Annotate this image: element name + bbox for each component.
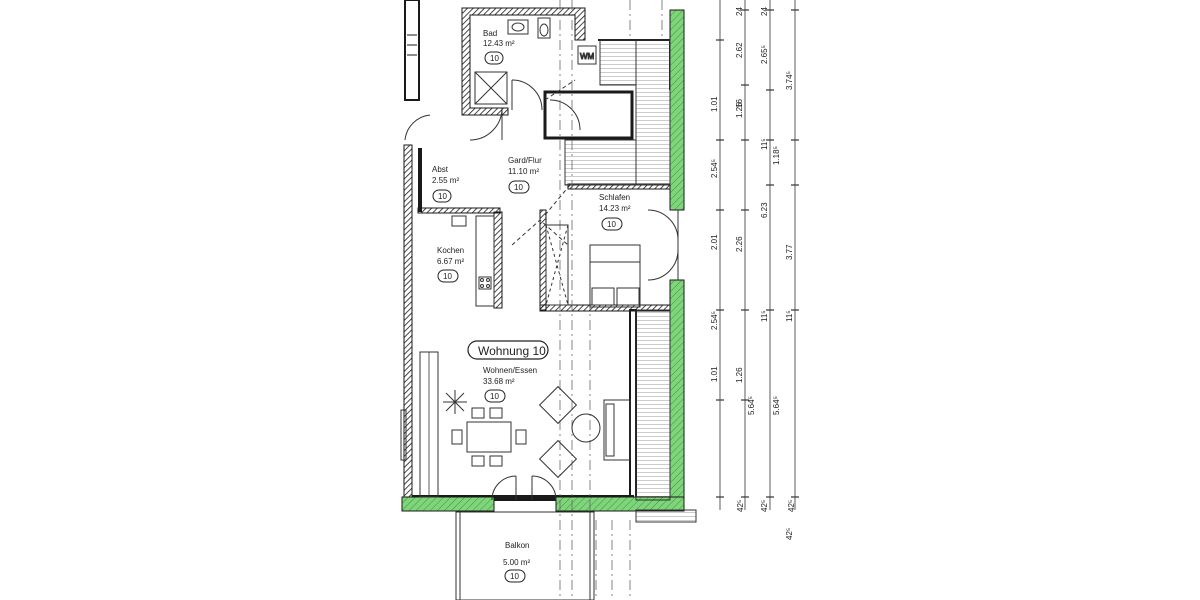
room-area: 2.55 m² [432, 176, 459, 185]
room-number: 10 [607, 220, 616, 229]
dim-label: 24 [735, 7, 744, 16]
dim-label: 2.62 [735, 42, 744, 58]
dim-label: 2.54⁵ [710, 159, 719, 178]
room-flur: Gard/Flur 11.10 m² 10 [508, 156, 542, 194]
room-wohnen: Wohnen/Essen 33.68 m² 10 [483, 366, 537, 403]
washer-label: WM [580, 52, 595, 61]
dim-label: 2.26 [735, 236, 744, 252]
dim-label: 1.01 [710, 96, 719, 112]
room-name: Gard/Flur [508, 156, 542, 165]
dim-label: 2.01 [710, 234, 719, 250]
dim-label: 16 [735, 99, 744, 108]
dim-label: 1.18⁵ [772, 146, 781, 165]
unit-title: Wohnung 10 [478, 344, 546, 358]
dim-col1: 1.01 2.54⁵ 2.01 2.54⁵ 1.01 42⁵ [710, 96, 745, 512]
room-name: Bad [483, 29, 497, 38]
room-kochen: Kochen 6.67 m² 10 [437, 246, 464, 283]
room-area: 12.43 m² [483, 39, 515, 48]
dimension-lines [716, 0, 799, 510]
dim-label: 1.26 [735, 367, 744, 383]
kitchen-counter [451, 215, 495, 307]
room-balkon: Balkon 5.00 m² 10 [503, 541, 530, 583]
dim-label: 42⁵ [787, 500, 796, 512]
dim-label: 42⁵ [785, 528, 794, 540]
room-area: 5.00 m² [503, 558, 530, 567]
room-area: 6.67 m² [437, 257, 464, 266]
terrace-zones [564, 39, 697, 523]
dim-col2: 2.62 1.26 2.26 1.26 42⁵ [735, 42, 769, 512]
balcony [455, 511, 595, 600]
dim-label: 1.01 [710, 366, 719, 382]
room-number: 10 [510, 572, 519, 581]
bed [545, 224, 641, 308]
room-area: 14.23 m² [599, 204, 631, 213]
room-name: Kochen [437, 246, 464, 255]
dim-label: 3.77 [785, 244, 794, 260]
room-number: 10 [443, 272, 452, 281]
bathroom-fixtures: WM [474, 17, 597, 105]
dim-label: 5.64⁵ [747, 396, 756, 415]
dim-label: 24 [760, 7, 769, 16]
room-area: 11.10 m² [508, 167, 539, 176]
dim-col4: 24 3.74⁵ 11⁵ 1.18⁵ 3.77 11⁵ 5.64⁵ 42⁵ [760, 7, 794, 540]
dim-label: 42⁵ [760, 500, 769, 512]
dim-label: 11⁵ [760, 138, 769, 150]
room-number: 10 [438, 192, 447, 201]
unit-badge: Wohnung 10 [467, 340, 549, 360]
room-name: Balkon [505, 541, 529, 550]
dim-label: 42⁵ [736, 500, 745, 512]
room-abst: Abst 2.55 m² 10 [432, 165, 459, 203]
room-name: Abst [432, 165, 449, 174]
room-number: 10 [490, 54, 499, 63]
plant-icon [443, 390, 467, 414]
room-area: 33.68 m² [483, 377, 515, 386]
room-bad: Bad 12.43 m² 10 [483, 29, 515, 65]
room-schlafen: Schlafen 14.23 m² 10 [599, 193, 631, 231]
room-name: Schlafen [599, 193, 630, 202]
lounge-set [538, 385, 631, 479]
dim-col3: 24 2.65⁵ 16 6.23 11⁵ 5.64⁵ 42⁵ [735, 7, 796, 512]
dining-set [451, 407, 527, 467]
living-window [400, 351, 439, 498]
room-number: 10 [514, 183, 523, 192]
dim-label: 11⁵ [785, 310, 794, 322]
dim-label: 2.65⁵ [760, 45, 769, 64]
dim-label: 5.64⁵ [772, 396, 781, 415]
doors [404, 79, 679, 501]
room-name: Wohnen/Essen [483, 366, 537, 375]
dim-label: 11⁵ [760, 310, 769, 322]
dim-label: 6.23 [760, 202, 769, 218]
dim-label: 2.54⁵ [710, 311, 719, 330]
room-number: 10 [490, 392, 499, 401]
dim-label: 1.26 [735, 102, 744, 118]
dim-label: 3.74⁵ [785, 71, 794, 90]
